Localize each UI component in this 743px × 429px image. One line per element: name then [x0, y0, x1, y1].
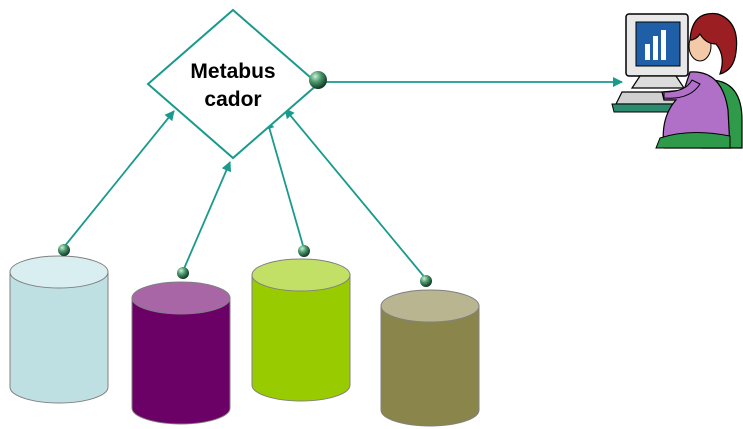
- arrow-db1: [63, 110, 175, 248]
- metasearch-label-line1: Metabus: [190, 60, 275, 83]
- db3-body: [251, 274, 351, 402]
- database-cylinder-3: [251, 245, 351, 402]
- arrow-db3: [264, 119, 305, 250]
- db-to-metasearch-arrows: [63, 108, 427, 280]
- database-cylinder-4: [380, 275, 480, 427]
- db4-body: [380, 305, 480, 427]
- person-arm: [663, 79, 701, 99]
- metasearch-diamond: [146, 8, 320, 160]
- connector-ball-db1: [58, 244, 70, 256]
- db2-body: [131, 297, 231, 425]
- screen-bar-2: [653, 36, 658, 60]
- db3-top: [251, 258, 351, 292]
- person-hair: [689, 12, 738, 75]
- metasearch-label-line2: cador: [204, 88, 261, 111]
- person-at-computer-icon: [611, 12, 743, 149]
- database-cylinder-1: [9, 244, 109, 404]
- connector-ball-metasearch: [309, 71, 327, 89]
- chair-seat: [655, 131, 731, 149]
- arrow-db2: [182, 161, 232, 272]
- screen-bar-1: [645, 44, 650, 60]
- db1-body: [9, 271, 109, 404]
- db4-top: [380, 289, 480, 323]
- connector-ball-db3: [298, 245, 310, 257]
- metasearch-node: Metabus cador: [146, 8, 327, 160]
- db2-top: [131, 281, 231, 315]
- screen-bar-3: [661, 30, 666, 60]
- monitor-stand: [630, 75, 686, 89]
- connector-ball-db2: [177, 267, 189, 279]
- db1-top: [9, 255, 109, 289]
- connector-ball-db4: [420, 275, 432, 287]
- database-cylinder-2: [131, 267, 231, 425]
- arrow-db4: [284, 108, 427, 280]
